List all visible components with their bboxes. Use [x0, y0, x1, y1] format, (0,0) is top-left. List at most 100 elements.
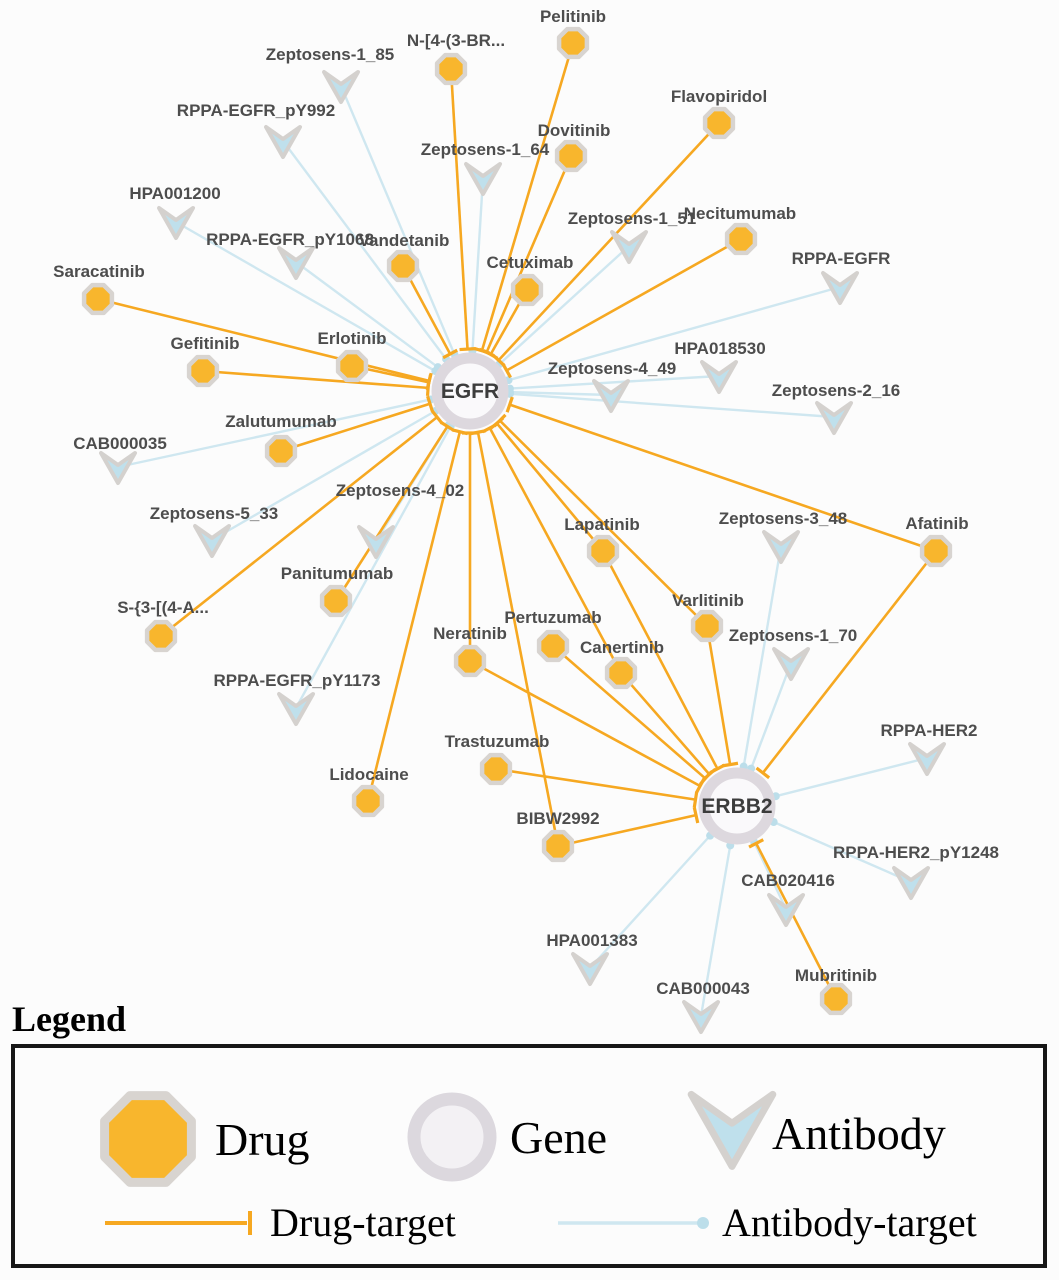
antibody-node-zeptosens-1-85: [322, 70, 360, 104]
node-label-zeptosens-1-64: Zeptosens-1_64: [421, 140, 550, 159]
node-label-hpa001200: HPA001200: [129, 184, 220, 203]
drug-edge-tee-erlotinib-egfr: [425, 374, 433, 391]
drug-edge-tee-necitumumab-egfr: [501, 362, 512, 379]
drug-edge-canertinib-erbb2: [620, 672, 711, 776]
drug-edge-s-3-4-a-egfr: [160, 416, 438, 638]
node-label-hpa018530: HPA018530: [674, 339, 765, 358]
drug-edge-canertinib-egfr: [488, 427, 623, 674]
node-label-bibw2992: BIBW2992: [516, 809, 599, 828]
node-label-rppa-egfr-py1173: RPPA-EGFR_pY1173: [214, 671, 381, 690]
drug-edge-afatinib-egfr: [509, 403, 937, 553]
node-label-hpa001383: HPA001383: [546, 931, 637, 950]
node-label-lapatinib: Lapatinib: [564, 515, 640, 534]
drug-edge-necitumumab-egfr: [505, 237, 742, 372]
node-label-afatinib: Afatinib: [905, 514, 968, 533]
gene-label-egfr: EGFR: [441, 380, 499, 403]
node-label-cab000043: CAB000043: [656, 979, 750, 998]
drug-edge-tee-vandetanib-egfr: [442, 348, 458, 360]
node-label-trastuzumab: Trastuzumab: [445, 732, 550, 751]
drug-edge-zalutumumab-egfr: [280, 402, 431, 453]
antibody-edge-egfr-zeptosens-1-64: [471, 177, 485, 352]
node-label-flavopiridol: Flavopiridol: [671, 87, 767, 106]
drug-edge-lapatinib-egfr: [495, 422, 604, 552]
drug-edge-pertuzumab-erbb2: [552, 645, 707, 780]
legend-antibody-label: Antibody: [772, 1108, 946, 1159]
drug-node-pelitinib: [556, 26, 590, 60]
drug-edge-varlitinib-erbb2: [705, 625, 732, 765]
node-label-rppa-her2: RPPA-HER2: [881, 721, 978, 740]
drug-node-lidocaine: [351, 784, 385, 818]
antibody-node-cab000035: [99, 451, 137, 485]
antibody-edge-egfr-zeptosens-2-16: [509, 392, 835, 419]
drug-node-mubritinib: [819, 982, 853, 1016]
node-label-s-3-4-a: S-{3-[(4-A...: [117, 598, 209, 617]
drug-node-varlitinib: [690, 609, 724, 643]
antibody-edge-erbb2-zeptosens-1-70: [750, 662, 793, 770]
drug-node-canertinib: [604, 656, 638, 690]
antibody-edge-egfr-rppa-egfr: [508, 285, 841, 382]
gene-legend-icon: [407, 1092, 497, 1182]
gene-label-erbb2: ERBB2: [701, 795, 772, 818]
node-label-rppa-her2-py1248: RPPA-HER2_pY1248: [833, 843, 999, 862]
node-label-rppa-egfr-py1068: RPPA-EGFR_pY1068: [206, 230, 374, 249]
node-label-pertuzumab: Pertuzumab: [504, 608, 601, 627]
antibody-edge-egfr-zeptosens-4-49: [509, 390, 612, 397]
antibody-edge-erbb2-cab000043: [699, 845, 732, 1017]
drug-node-zalutumumab: [264, 434, 298, 468]
drug-node-dovitinib: [554, 139, 588, 173]
node-label-saracatinib: Saracatinib: [53, 262, 145, 281]
node-label-zeptosens-1-85: Zeptosens-1_85: [266, 45, 395, 64]
antibody-edge-erbb2-rppa-her2-py1248: [773, 820, 912, 884]
antibody-node-zeptosens-3-48: [762, 530, 800, 564]
drug-node-bibw2992: [541, 829, 575, 863]
antibody-edge-erbb2-hpa001383: [589, 834, 712, 969]
drug-node-n-4-3-br: [434, 52, 468, 86]
drug-edge-lapatinib-erbb2: [601, 550, 719, 770]
antibody-node-rppa-egfr-py1068: [277, 246, 315, 280]
drug-edge-tee-trastuzumab-erbb2: [692, 791, 699, 808]
node-label-pelitinib: Pelitinib: [540, 7, 606, 26]
drug-node-gefitinib: [186, 354, 220, 388]
node-label-zeptosens-1-51: Zeptosens-1_51: [568, 209, 697, 228]
drug-edge-tee-panitumumab-egfr: [439, 420, 456, 433]
legend-gene-label: Gene: [510, 1112, 607, 1163]
drug-legend-icon: [100, 1091, 196, 1187]
drug-edge-panitumumab-egfr: [334, 425, 449, 602]
node-label-dovitinib: Dovitinib: [538, 121, 611, 140]
node-layer: [81, 26, 953, 1034]
antibody-edge-egfr-rppa-egfr-py1068: [295, 261, 439, 369]
drug-edge-bibw2992-erbb2: [557, 813, 697, 848]
antibody-node-zeptosens-1-64: [464, 162, 502, 196]
antibody-edge-egfr-cab000035: [117, 398, 432, 469]
node-label-cetuximab: Cetuximab: [487, 253, 574, 272]
drug-node-afatinib: [919, 534, 953, 568]
drug-node-flavopiridol: [702, 106, 736, 140]
node-label-erlotinib: Erlotinib: [318, 329, 387, 348]
drug-edge-tee-canertinib-erbb2: [702, 767, 717, 781]
antibody-edge-erbb2-zeptosens-3-48: [742, 545, 783, 767]
antibody-node-rppa-her2: [908, 742, 946, 776]
antibody-node-rppa-egfr-py1173: [277, 692, 315, 726]
node-label-canertinib: Canertinib: [580, 638, 664, 657]
drug-edge-gefitinib-egfr: [202, 369, 429, 390]
gene-node-egfr: [431, 352, 509, 430]
node-label-panitumumab: Panitumumab: [281, 564, 393, 583]
gene-node-erbb2: [698, 767, 776, 845]
drug-edge-tee-afatinib-egfr: [505, 396, 514, 413]
node-label-zeptosens-4-02: Zeptosens-4_02: [336, 481, 465, 500]
node-label-cab000035: CAB000035: [73, 434, 167, 453]
drug-edge-tee-s-3-4-a-egfr: [430, 409, 444, 425]
drug-node-neratinib: [453, 644, 487, 678]
drug-edge-tee-n-4-3-br-egfr: [459, 347, 476, 352]
node-label-necitumumab: Necitumumab: [684, 204, 796, 223]
antibody-node-zeptosens-2-16: [815, 401, 853, 435]
node-label-cab020416: CAB020416: [741, 871, 835, 890]
drug-edge-pelitinib-egfr: [480, 42, 575, 352]
node-label-zeptosens-4-49: Zeptosens-4_49: [548, 359, 677, 378]
drug-node-s-3-4-a: [144, 619, 178, 653]
drug-node-saracatinib: [81, 282, 115, 316]
antibody-edge-egfr-hpa001200: [175, 220, 436, 373]
drug-edge-tee-mubritinib-erbb2: [748, 838, 765, 849]
drug-edge-tee-afatinib-erbb2: [755, 766, 771, 780]
